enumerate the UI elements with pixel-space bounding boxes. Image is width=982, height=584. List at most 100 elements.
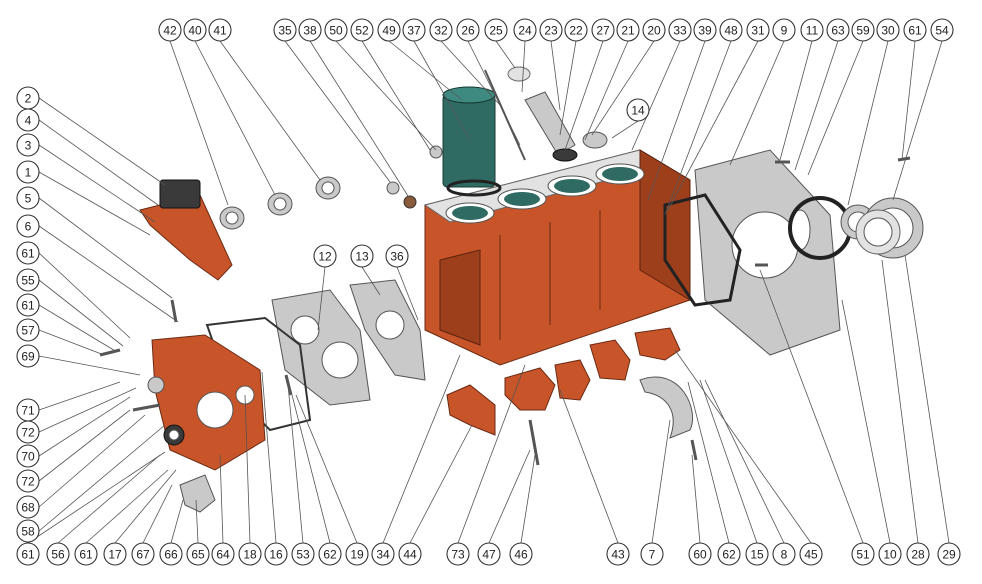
- callout-number: 22: [569, 24, 583, 38]
- callout-52: 52: [350, 18, 374, 42]
- callout-33: 33: [668, 18, 692, 42]
- leader-line: [841, 299, 891, 544]
- leader-line: [699, 379, 758, 544]
- callout-circle: [16, 160, 40, 184]
- callout-number: 38: [303, 24, 317, 38]
- callout-number: 49: [382, 24, 396, 38]
- callout-number: 16: [269, 548, 283, 562]
- callout-number: 42: [163, 24, 177, 38]
- callout-circle: [616, 18, 640, 42]
- callout-number: 11: [806, 24, 819, 38]
- callout-circle: [509, 542, 533, 566]
- leader-line: [664, 40, 732, 216]
- callout-circle: [211, 542, 235, 566]
- leader-line: [261, 371, 277, 544]
- leader-line: [794, 40, 839, 171]
- callout-65: 65: [186, 542, 210, 566]
- callout-9: 9: [772, 18, 796, 42]
- leader-lines: [27, 40, 950, 544]
- callout-circle: [930, 18, 954, 42]
- callout-32: 32: [429, 18, 453, 42]
- front-housing: [147, 334, 266, 513]
- leader-line: [759, 269, 864, 544]
- callout-circle: [158, 18, 182, 42]
- callout-49: 49: [377, 18, 401, 42]
- callout-number: 65: [191, 548, 205, 562]
- leader-line: [170, 499, 184, 544]
- leader-line: [901, 40, 916, 161]
- callout-circle: [345, 542, 369, 566]
- leader-line: [892, 40, 943, 201]
- callout-number: 1: [25, 166, 32, 180]
- callout-5: 5: [16, 186, 40, 210]
- leader-line: [114, 469, 177, 544]
- callout-73: 73: [446, 542, 470, 566]
- callout-number: 29: [942, 548, 956, 562]
- callout-circle: [772, 18, 796, 42]
- callout-43: 43: [606, 542, 630, 566]
- leader-line: [38, 119, 159, 206]
- callout-2: 2: [16, 86, 40, 110]
- callout-number: 60: [693, 548, 707, 562]
- callout-36: 36: [385, 244, 409, 268]
- rear-gasket: [663, 193, 924, 307]
- callout-number: 8: [781, 548, 788, 562]
- callout-68: 68: [16, 495, 40, 519]
- callout-circle: [16, 268, 40, 292]
- callout-number: 67: [136, 548, 150, 562]
- callout-circle: [606, 542, 630, 566]
- callout-13: 13: [350, 244, 374, 268]
- callout-number: 39: [698, 24, 712, 38]
- callout-number: 7: [649, 548, 656, 562]
- leader-line: [521, 40, 526, 93]
- callout-number: 54: [935, 24, 949, 38]
- leader-line: [169, 40, 229, 206]
- callout-circle: [876, 18, 900, 42]
- callout-circle: [313, 244, 337, 268]
- callout-circle: [16, 133, 40, 157]
- leader-line: [779, 40, 813, 161]
- callout-47: 47: [477, 542, 501, 566]
- leader-line: [881, 259, 919, 544]
- callout-circle: [564, 18, 588, 42]
- callout-circle: [903, 18, 927, 42]
- callout-42: 42: [158, 18, 182, 42]
- callout-circle: [878, 542, 902, 566]
- callout-30: 30: [876, 18, 900, 42]
- callout-circle: [183, 18, 207, 42]
- callout-number: 62: [323, 548, 337, 562]
- callout-60: 60: [688, 542, 712, 566]
- callout-23: 23: [539, 18, 563, 42]
- callout-circle: [16, 214, 40, 238]
- leader-line: [38, 387, 137, 433]
- callout-circle: [16, 318, 40, 342]
- callout-62: 62: [318, 542, 342, 566]
- callout-number: 31: [751, 24, 765, 38]
- callout-circle: [273, 18, 297, 42]
- callout-35: 35: [273, 18, 297, 42]
- leader-line: [611, 120, 639, 139]
- callout-number: 70: [21, 450, 35, 464]
- callout-39: 39: [693, 18, 717, 42]
- mount-bracket: [139, 179, 233, 281]
- callout-51: 51: [851, 542, 875, 566]
- callout-number: 50: [329, 24, 343, 38]
- leader-line: [467, 40, 521, 146]
- callout-12: 12: [313, 244, 337, 268]
- callout-number: 62: [722, 548, 736, 562]
- leader-line: [691, 454, 701, 544]
- callout-46: 46: [509, 542, 533, 566]
- leader-line: [440, 40, 501, 106]
- callout-circle: [74, 542, 98, 566]
- callout-40: 40: [183, 18, 207, 42]
- leader-line: [142, 484, 173, 544]
- callout-number: 73: [451, 548, 465, 562]
- callout-circle: [688, 542, 712, 566]
- leader-line: [361, 266, 381, 296]
- callout-6: 6: [16, 214, 40, 238]
- callout-number: 63: [831, 24, 845, 38]
- callout-number: 61: [21, 247, 35, 261]
- leader-line: [38, 197, 173, 299]
- callout-circle: [16, 293, 40, 317]
